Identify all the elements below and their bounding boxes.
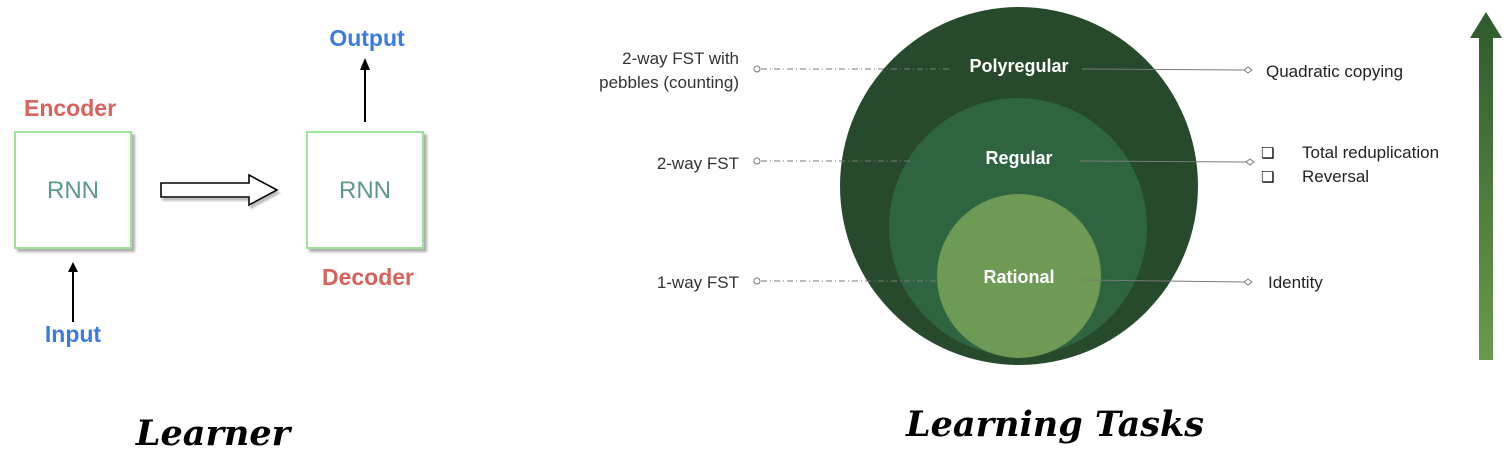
input-arrow-head bbox=[68, 262, 78, 272]
rational-right-endpoint bbox=[1243, 278, 1253, 286]
regular-right-item1: Total reduplication bbox=[1302, 143, 1439, 162]
regular-left-endpoint bbox=[753, 157, 761, 165]
output-arrow-head bbox=[360, 58, 370, 70]
polyregular-left-label-line1: 2-way FST with bbox=[622, 49, 739, 68]
learner-caption: Learner bbox=[135, 413, 293, 454]
complexity-arrow-icon bbox=[1470, 12, 1502, 360]
encoder-rnn-text: RNN bbox=[47, 177, 99, 204]
regular-label: Regular bbox=[985, 148, 1052, 168]
decoder-rnn-box bbox=[306, 131, 424, 249]
rational-left-endpoint bbox=[753, 277, 761, 285]
input-label: Input bbox=[45, 321, 102, 347]
regular-right-connector bbox=[1079, 160, 1247, 163]
polyregular-label: Polyregular bbox=[969, 56, 1068, 76]
encoder-rnn-box bbox=[14, 131, 132, 249]
checkbox-icon-2: ❏ bbox=[1261, 169, 1274, 186]
polyregular-left-endpoint bbox=[753, 65, 761, 73]
rational-circle bbox=[937, 194, 1101, 358]
checkbox-icon-1: ❏ bbox=[1261, 145, 1274, 162]
left-connectors bbox=[753, 65, 950, 285]
rational-label: Rational bbox=[983, 267, 1054, 287]
decoder-label: Decoder bbox=[322, 264, 414, 290]
learning-tasks-caption: Learning Tasks bbox=[905, 404, 1204, 445]
polyregular-right-label: Quadratic copying bbox=[1266, 62, 1403, 81]
output-label: Output bbox=[329, 25, 405, 51]
polyregular-right-endpoint bbox=[1243, 66, 1253, 74]
polyregular-right-connector bbox=[1081, 68, 1245, 71]
polyregular-left-label-line2: pebbles (counting) bbox=[599, 73, 739, 92]
rational-right-label: Identity bbox=[1268, 273, 1323, 292]
decoder-rnn-text: RNN bbox=[339, 177, 391, 204]
regular-right-item2: Reversal bbox=[1302, 167, 1369, 186]
encoder-label: Encoder bbox=[24, 95, 116, 121]
rational-right-connector bbox=[1081, 279, 1245, 283]
right-connectors bbox=[1079, 66, 1255, 286]
encoder-to-decoder-arrow bbox=[160, 173, 279, 207]
rational-left-label: 1-way FST bbox=[657, 273, 739, 292]
regular-right-endpoint bbox=[1245, 158, 1255, 166]
regular-left-label: 2-way FST bbox=[657, 154, 739, 173]
